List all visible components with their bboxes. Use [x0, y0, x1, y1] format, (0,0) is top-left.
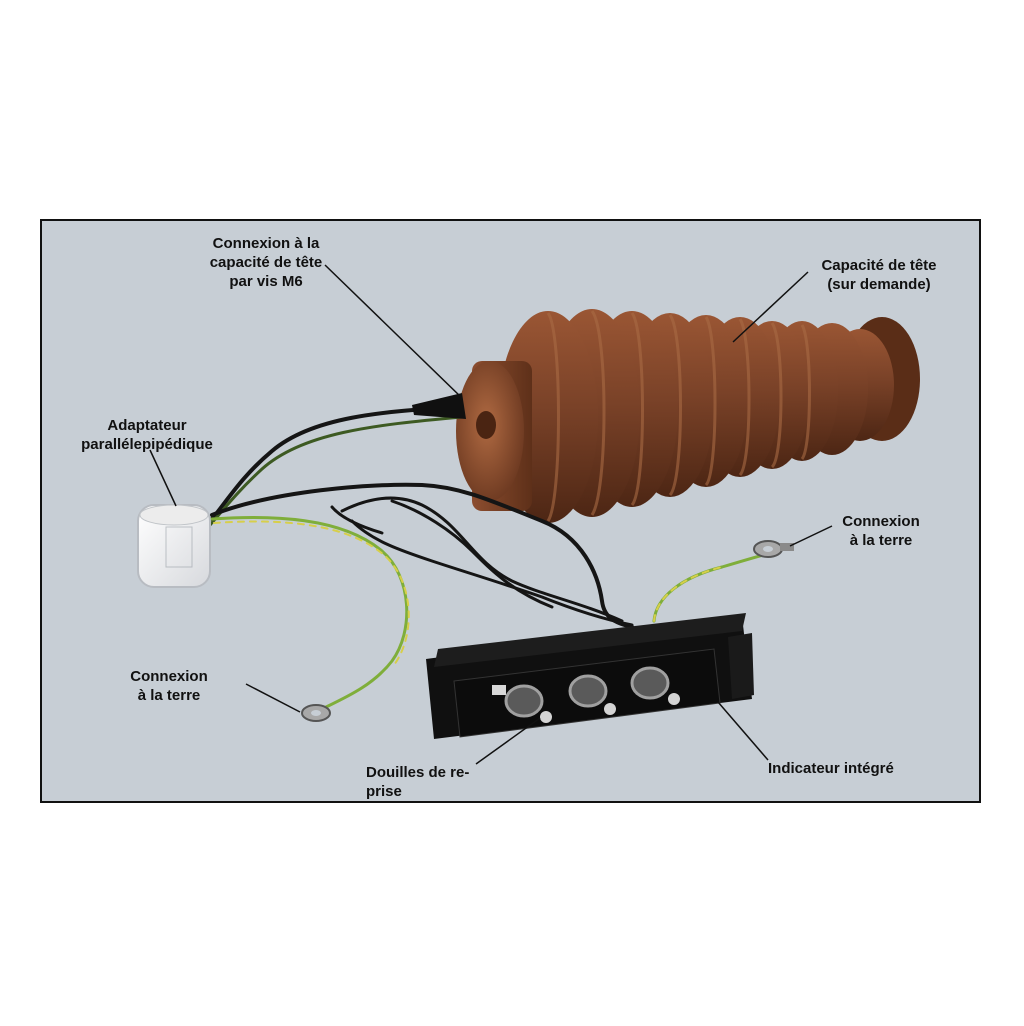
label-head-connection-line3: par vis M6 [229, 273, 303, 290]
label-head-capacity-line1: Capacité de tête [821, 257, 937, 274]
earth-lug-left [301, 704, 331, 722]
label-sockets-line1: Douilles de re- [366, 764, 470, 781]
label-earth-left-line1: Connexion [130, 668, 208, 685]
label-head-connection-line1: Connexion à la [212, 235, 320, 252]
label-earth-left-line2: à la terre [137, 687, 201, 704]
label-indicator-line1: Indicateur intégré [768, 760, 894, 777]
head-capacity-insulator [456, 309, 920, 523]
label-indicator: Indicateur intégré [768, 759, 938, 778]
label-head-capacity-line2: (sur demande) [827, 276, 931, 293]
label-adapter: Adaptateur parallélepipédique [62, 416, 232, 454]
label-sockets-line2: prise [366, 783, 402, 800]
product-photo [42, 221, 979, 801]
label-head-connection-line2: capacité de tête [209, 254, 323, 271]
label-sockets: Douilles de re- prise [366, 763, 516, 801]
label-adapter-line2: parallélepipédique [81, 436, 213, 453]
label-earth-left: Connexion à la terre [114, 667, 224, 705]
label-adapter-line1: Adaptateur [107, 417, 187, 434]
label-earth-right: Connexion à la terre [826, 512, 936, 550]
label-head-connection: Connexion à la capacité de tête par vis … [186, 234, 346, 291]
cable-boot [412, 393, 466, 419]
label-head-capacity: Capacité de tête (sur demande) [804, 256, 954, 294]
cables [208, 405, 780, 713]
adapter-block [137, 504, 211, 588]
label-earth-right-line2: à la terre [849, 532, 913, 549]
earth-lug-right [753, 540, 794, 558]
integrated-indicator [426, 613, 754, 739]
photo-frame [40, 219, 981, 803]
label-earth-right-line1: Connexion [842, 513, 920, 530]
